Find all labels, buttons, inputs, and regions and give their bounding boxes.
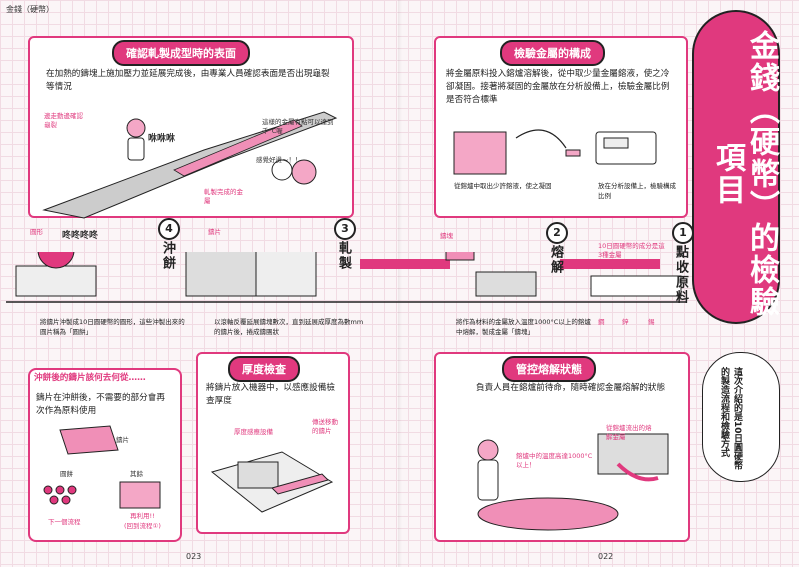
after-reuse-note: (回到流程①) [124, 522, 161, 530]
step-1-name: 點收原料 [673, 245, 688, 305]
punch-sfx: 咚咚咚咚 [62, 231, 99, 241]
surface-speech: 這樣的金屬有點可以達到千°C喔 [262, 118, 334, 135]
after-next-label: 下一個流程 [48, 518, 81, 526]
after-punch-illustration [43, 425, 161, 509]
sample-illustration [453, 129, 657, 175]
punch-caption: 將鑄片沖製成10日圓硬幣的圓形，這些沖製出來的圓片稱為「圓餅」 [40, 318, 185, 336]
process-arrow-left [360, 259, 450, 269]
disc-label: 圓形 [30, 228, 43, 236]
melt-check-body: 負責人員在鎔爐前待命，隨時確認金屬熔解的狀態 [476, 383, 666, 393]
molten-label: 從鎔爐流出的熔解金屬 [606, 424, 652, 441]
after-sheet-label: 鑄片 [116, 436, 129, 444]
melt-illustration [477, 433, 669, 531]
thickness-body: 將鑄片放入機器中，以感應設備檢查厚度 [206, 383, 335, 406]
composition-caption-left: 從鎔爐中取出少許鎔液，使之凝固 [454, 182, 552, 190]
melt-caption: 將作為材料的金屬放入溫度1000°C以上的鎔爐中熔解，製成金屬「鑄塊」 [456, 318, 591, 336]
surface-check-title: 確認軋製成型時的表面 [112, 40, 250, 66]
surface-check-body: 在加熱的鑄塊上施加壓力並延展完成後，由專業人員確認表面是否出現龜裂等情況 [46, 69, 330, 92]
surface-hot-label: 感覺好燙～！！ [256, 156, 302, 164]
after-punch-panel [28, 368, 182, 542]
surface-check-panel [28, 36, 354, 218]
sensor-label: 厚度感應設備 [234, 428, 273, 436]
metal-1: 鋼 [598, 318, 605, 326]
after-punch-title: 沖餅後的鑄片該何去何從…… [34, 373, 146, 383]
thickness-title: 厚度檢查 [228, 356, 300, 382]
running-header: 金錢（硬幣） [6, 5, 54, 14]
composition-panel [434, 36, 688, 218]
after-punch-body: 鑄片在沖餅後，不需要的部分會再次作為原料使用 [36, 393, 165, 416]
ingot-label: 鑄塊 [440, 232, 453, 240]
materials-note: 10日圓硬幣的成分是這3種金屬 [598, 242, 665, 259]
step-2-name: 熔解 [548, 245, 563, 275]
thickness-illustration [210, 451, 334, 513]
surface-sfx: 咻咻咻 [148, 134, 176, 144]
surface-finished-label: 軋製完成的金屬 [204, 188, 243, 205]
sheet-label: 鑄片 [208, 228, 221, 236]
composition-title: 檢驗金屬的構成 [500, 40, 605, 66]
intro-bubble: 這次介紹的是10日圓硬幣的製造流程和檢驗方式 [702, 352, 780, 482]
after-scrap-label: 其餘 [130, 470, 143, 478]
process-line [6, 252, 686, 303]
step-4-name: 沖餅 [160, 241, 175, 271]
rolling-line-illustration [42, 111, 338, 219]
intro-text: 這次介紹的是10日圓硬幣的製造流程和檢驗方式 [719, 367, 742, 470]
surface-walk-label: 邊走動邊確認龜裂 [44, 112, 83, 129]
composition-caption-right: 放在分析設備上，檢驗構成比例 [598, 182, 676, 200]
step-3-number: 3 [334, 218, 356, 240]
main-title: 金錢（硬幣）的檢驗項目 [710, 30, 779, 318]
melt-check-title: 管控熔解狀態 [502, 356, 596, 382]
composition-body: 將金屬原料投入鎔爐溶解後，從中取少量金屬鎔液，使之冷卻凝固。接著將凝固的金屬放在… [446, 69, 670, 105]
process-arrow-mid [560, 259, 660, 269]
roll-caption: 以滾軸反覆延展鑄塊數次，直到延展成厚度為數mm的鑄片後，捲成鑄團狀 [214, 318, 364, 336]
step-4-number: 4 [158, 218, 180, 240]
conveyor-label: 傳送移動的鑄片 [312, 418, 338, 435]
step-3-name: 軋製 [336, 241, 351, 271]
main-title-badge: 金錢（硬幣）的檢驗項目 [692, 10, 780, 324]
temp-label: 鎔爐中的溫度高達1000°C以上！ [516, 452, 593, 469]
metal-2: 鋅 [622, 318, 629, 326]
page-spine [398, 0, 402, 567]
page-number-left: 023 [186, 552, 202, 561]
after-blank-label: 圓餅 [60, 470, 73, 478]
step-1-number: 1 [672, 222, 694, 244]
step-2-number: 2 [546, 222, 568, 244]
page-number-right: 022 [598, 552, 614, 561]
metal-3: 錫 [648, 318, 655, 326]
after-reuse-label: 再利用!! [130, 512, 155, 520]
